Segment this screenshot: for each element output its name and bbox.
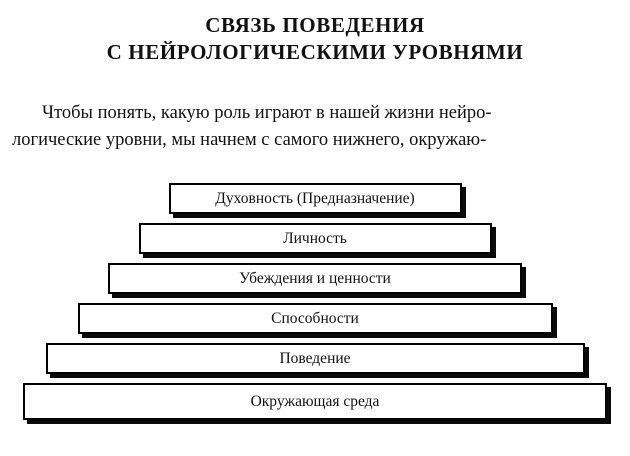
pyramid-level: Поведение	[45, 343, 585, 374]
pyramid-level-label: Поведение	[279, 349, 351, 367]
pyramid-level: Личность	[138, 223, 492, 254]
pyramid-level: Способности	[77, 303, 553, 334]
page-title: СВЯЗЬ ПОВЕДЕНИЯ С НЕЙРОЛОГИЧЕСКИМИ УРОВН…	[106, 13, 524, 65]
pyramid-level: Духовность (Предназначение)	[168, 183, 462, 214]
pyramid-level-label: Убеждения и ценности	[239, 269, 391, 287]
intro-paragraph: Чтобы понять, какую роль играют в нашей …	[12, 103, 492, 150]
neurological-levels-pyramid: Духовность (Предназначение) Личность Убе…	[0, 183, 630, 420]
pyramid-level-label: Духовность (Предназначение)	[215, 189, 415, 207]
pyramid-level: Окружающая среда	[23, 383, 607, 420]
pyramid-level-label: Способности	[271, 309, 359, 327]
pyramid-level: Убеждения и ценности	[108, 263, 522, 294]
pyramid-level-label: Окружающая среда	[250, 392, 380, 410]
pyramid-level-label: Личность	[283, 229, 347, 247]
